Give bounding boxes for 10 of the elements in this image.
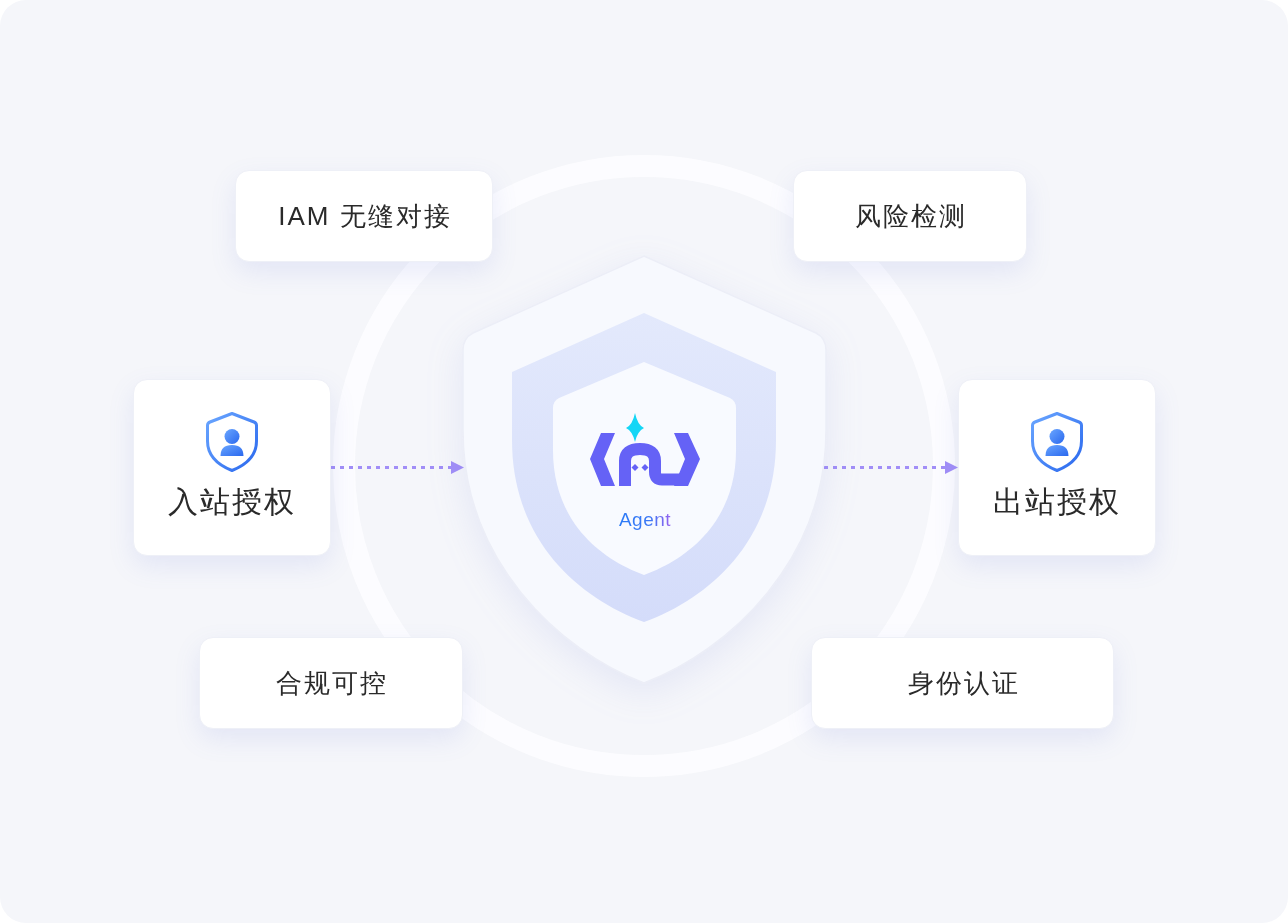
feature-card <box>133 379 331 556</box>
card-title: 出站授权 <box>993 484 1121 520</box>
feature-card <box>958 379 1156 556</box>
card-title: 入站授权 <box>168 484 296 520</box>
feature-box: 身份认证 <box>811 637 1114 729</box>
arrow <box>331 461 464 474</box>
feature-box: IAM 无缝对接 <box>235 170 493 262</box>
arrow <box>824 461 958 474</box>
feature-box: 风险检测 <box>793 170 1027 262</box>
feature-box: 合规可控 <box>199 637 463 729</box>
